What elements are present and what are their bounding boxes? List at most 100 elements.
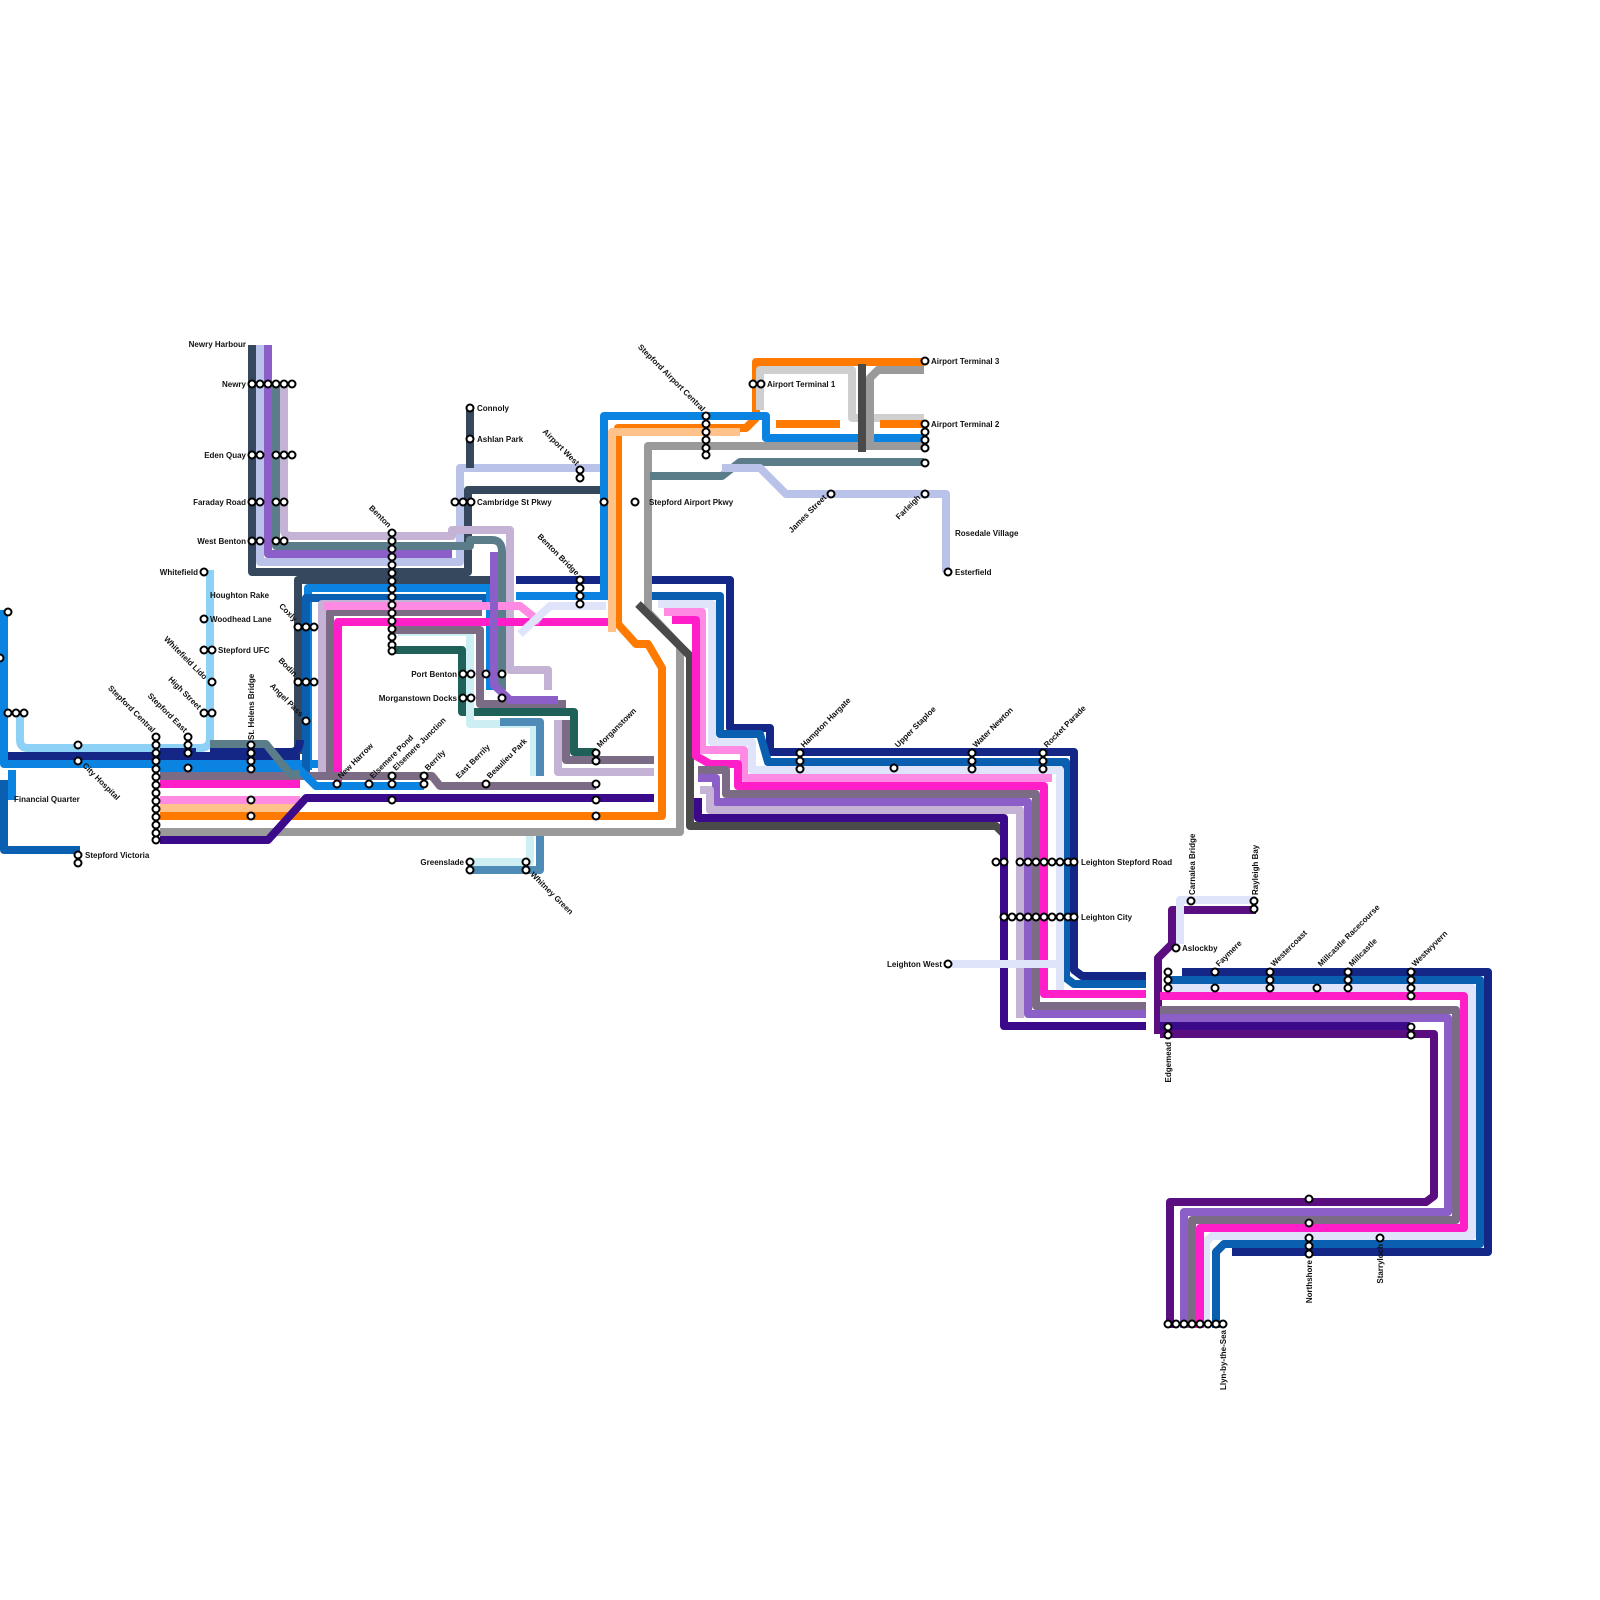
- station-marker[interactable]: [922, 437, 929, 444]
- station-marker[interactable]: [13, 710, 20, 717]
- station-marker[interactable]: [460, 671, 467, 678]
- station-marker[interactable]: [1267, 977, 1274, 984]
- station-marker[interactable]: [969, 766, 976, 773]
- station-marker[interactable]: [1345, 969, 1352, 976]
- station-marker[interactable]: [389, 530, 396, 537]
- station-marker[interactable]: [281, 381, 288, 388]
- station-marker[interactable]: [153, 782, 160, 789]
- station-marker[interactable]: [703, 413, 710, 420]
- station-marker[interactable]: [389, 610, 396, 617]
- station-marker[interactable]: [632, 499, 639, 506]
- station-marker[interactable]: [389, 781, 396, 788]
- station-marker[interactable]: [468, 695, 475, 702]
- station-marker[interactable]: [153, 750, 160, 757]
- station-marker[interactable]: [153, 742, 160, 749]
- station-marker[interactable]: [922, 445, 929, 452]
- station-marker[interactable]: [389, 538, 396, 545]
- station-marker[interactable]: [248, 750, 255, 757]
- station-marker[interactable]: [303, 624, 310, 631]
- station-marker[interactable]: [1173, 1321, 1180, 1328]
- station-marker[interactable]: [1033, 859, 1040, 866]
- station-marker[interactable]: [248, 766, 255, 773]
- station-marker[interactable]: [460, 499, 467, 506]
- station-marker[interactable]: [389, 618, 396, 625]
- station-marker[interactable]: [922, 421, 929, 428]
- station-marker[interactable]: [601, 499, 608, 506]
- station-marker[interactable]: [153, 766, 160, 773]
- station-marker[interactable]: [945, 961, 952, 968]
- station-marker[interactable]: [945, 569, 952, 576]
- station-marker[interactable]: [289, 452, 296, 459]
- station-marker[interactable]: [1025, 914, 1032, 921]
- station-marker[interactable]: [273, 499, 280, 506]
- station-marker[interactable]: [185, 734, 192, 741]
- station-marker[interactable]: [523, 867, 530, 874]
- station-marker[interactable]: [922, 491, 929, 498]
- station-marker[interactable]: [1205, 1321, 1212, 1328]
- station-marker[interactable]: [467, 867, 474, 874]
- station-marker[interactable]: [389, 546, 396, 553]
- station-marker[interactable]: [797, 766, 804, 773]
- station-marker[interactable]: [281, 499, 288, 506]
- station-marker[interactable]: [1345, 977, 1352, 984]
- station-marker[interactable]: [1314, 985, 1321, 992]
- station-marker[interactable]: [499, 671, 506, 678]
- station-marker[interactable]: [1165, 1032, 1172, 1039]
- station-marker[interactable]: [201, 569, 208, 576]
- station-marker[interactable]: [1040, 758, 1047, 765]
- station-marker[interactable]: [1165, 977, 1172, 984]
- station-marker[interactable]: [1408, 985, 1415, 992]
- station-marker[interactable]: [257, 452, 264, 459]
- station-marker[interactable]: [1001, 914, 1008, 921]
- station-marker[interactable]: [303, 718, 310, 725]
- station-marker[interactable]: [281, 452, 288, 459]
- station-marker[interactable]: [1071, 914, 1078, 921]
- station-marker[interactable]: [153, 837, 160, 844]
- station-marker[interactable]: [1306, 1243, 1313, 1250]
- station-marker[interactable]: [467, 405, 474, 412]
- station-marker[interactable]: [1165, 1024, 1172, 1031]
- station-marker[interactable]: [1009, 914, 1016, 921]
- station-marker[interactable]: [389, 586, 396, 593]
- station-marker[interactable]: [389, 634, 396, 641]
- station-marker[interactable]: [758, 381, 765, 388]
- station-marker[interactable]: [153, 790, 160, 797]
- station-marker[interactable]: [153, 814, 160, 821]
- station-marker[interactable]: [389, 797, 396, 804]
- station-marker[interactable]: [249, 538, 256, 545]
- station-marker[interactable]: [389, 562, 396, 569]
- station-marker[interactable]: [1408, 1024, 1415, 1031]
- station-marker[interactable]: [577, 601, 584, 608]
- station-marker[interactable]: [303, 679, 310, 686]
- station-marker[interactable]: [421, 781, 428, 788]
- station-marker[interactable]: [460, 695, 467, 702]
- station-marker[interactable]: [593, 758, 600, 765]
- station-marker[interactable]: [153, 806, 160, 813]
- station-marker[interactable]: [389, 578, 396, 585]
- station-marker[interactable]: [249, 499, 256, 506]
- station-marker[interactable]: [1040, 766, 1047, 773]
- station-marker[interactable]: [1165, 1321, 1172, 1328]
- station-marker[interactable]: [577, 475, 584, 482]
- station-marker[interactable]: [1040, 750, 1047, 757]
- station-marker[interactable]: [1213, 1321, 1220, 1328]
- station-marker[interactable]: [1173, 945, 1180, 952]
- station-marker[interactable]: [248, 813, 255, 820]
- station-marker[interactable]: [891, 765, 898, 772]
- station-marker[interactable]: [295, 624, 302, 631]
- station-marker[interactable]: [483, 671, 490, 678]
- station-marker[interactable]: [265, 381, 272, 388]
- station-marker[interactable]: [209, 647, 216, 654]
- station-marker[interactable]: [467, 436, 474, 443]
- station-marker[interactable]: [311, 679, 318, 686]
- station-marker[interactable]: [153, 774, 160, 781]
- station-marker[interactable]: [257, 538, 264, 545]
- station-marker[interactable]: [1189, 1321, 1196, 1328]
- station-marker[interactable]: [1408, 977, 1415, 984]
- station-marker[interactable]: [1017, 859, 1024, 866]
- station-marker[interactable]: [969, 750, 976, 757]
- station-marker[interactable]: [1041, 914, 1048, 921]
- station-marker[interactable]: [389, 554, 396, 561]
- station-marker[interactable]: [21, 710, 28, 717]
- station-marker[interactable]: [1071, 859, 1078, 866]
